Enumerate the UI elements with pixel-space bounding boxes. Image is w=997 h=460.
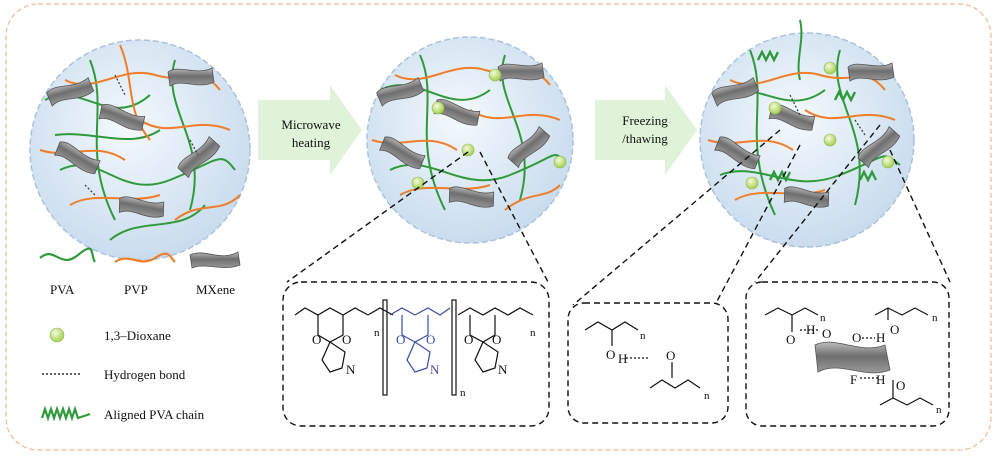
atom-n-3: N — [498, 362, 508, 377]
sphere-microwave — [366, 36, 574, 244]
sub-n-4: n — [640, 330, 646, 342]
arrow-microwave — [258, 85, 362, 175]
legend-pvp-line — [114, 252, 176, 263]
atom-o-5: O — [464, 332, 474, 347]
atom-o-8: O — [666, 348, 676, 363]
legend-dioxane-label: 1,3–Dioxane — [104, 328, 171, 343]
atom-o-11: O — [852, 330, 862, 345]
crosslink-structure — [294, 299, 457, 396]
atom-o-3: O — [396, 332, 406, 347]
legend-dioxane-dot — [49, 327, 65, 343]
atom-n-1: N — [346, 362, 356, 377]
legend-pva-line — [39, 247, 96, 263]
box-crosslink — [282, 281, 550, 427]
atom-o-9: O — [786, 332, 796, 347]
step-label-freezing: Freezing /thawing — [590, 112, 700, 147]
sub-n-2: n — [460, 387, 466, 399]
atom-o-4: O — [426, 332, 436, 347]
step1-line2: heating — [291, 134, 331, 150]
atom-o-2: O — [342, 332, 352, 347]
sub-n-8: n — [936, 404, 942, 416]
sphere-initial — [29, 39, 251, 261]
sub-n-1: n — [374, 327, 380, 339]
zoom-lines — [286, 124, 951, 306]
step1-line1: Microwave — [281, 117, 341, 132]
outer-frame — [5, 3, 992, 451]
pva-hbond-structure — [584, 321, 701, 389]
atom-h-1: H — [618, 351, 628, 366]
atom-o-1: O — [312, 332, 322, 347]
legend-pva-label: PVA — [50, 282, 75, 297]
legend-hbond-label: Hydrogen bond — [104, 367, 186, 382]
step-label-microwave: Microwave heating — [256, 116, 366, 151]
legend-mxene-sheet — [189, 251, 241, 269]
box-pva-hbond — [567, 302, 729, 424]
atom-h-3: H — [876, 330, 886, 345]
step2-line2: /thawing — [622, 130, 668, 146]
atom-h-2: H — [806, 322, 816, 337]
atom-f-1: F — [850, 372, 858, 387]
mxene-sheet-detail — [814, 341, 891, 374]
mxene-hbond-structure — [764, 307, 934, 406]
sub-n-6: n — [820, 312, 826, 324]
atom-o-10: O — [822, 326, 832, 341]
step2-line1: Freezing — [622, 113, 668, 128]
legend-mxene-label: MXene — [196, 282, 235, 297]
legend-pvp-label: PVP — [124, 282, 148, 297]
atom-h-4: H — [876, 372, 886, 387]
sub-n-3: n — [530, 327, 536, 339]
legend-aligned-line — [40, 405, 91, 422]
atom-n-2: N — [430, 362, 440, 377]
legend-aligned-label: Aligned PVA chain — [104, 407, 205, 422]
atom-o-6: O — [492, 332, 502, 347]
sphere-freeze-thaw — [699, 19, 915, 248]
atom-o-12: O — [890, 322, 900, 337]
atom-o-13: O — [896, 378, 906, 393]
sub-n-7: n — [932, 312, 938, 324]
arrow-freezing — [595, 85, 697, 175]
sub-n-5: n — [704, 390, 710, 402]
atom-o-7: O — [606, 347, 616, 362]
